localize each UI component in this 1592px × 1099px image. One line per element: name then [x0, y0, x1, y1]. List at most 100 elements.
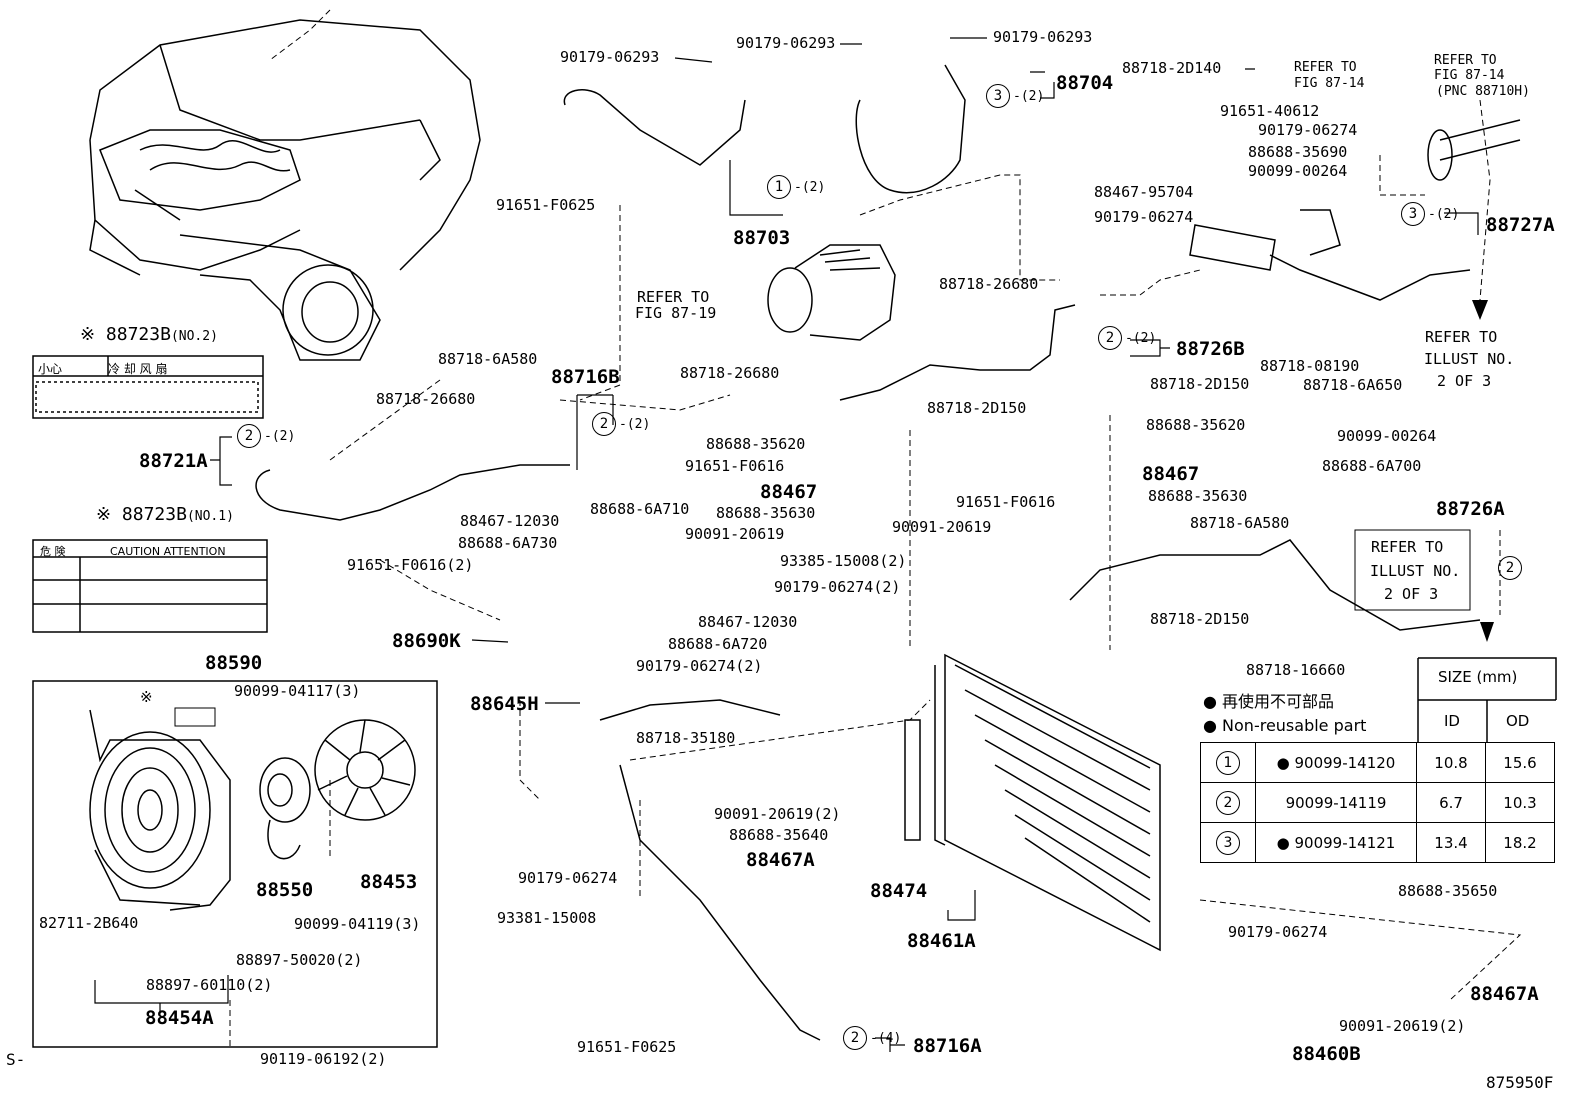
part-number-label: 90179-06274(2) [774, 578, 901, 596]
part-number-label: 88718-26680 [680, 364, 780, 382]
part-number-label: ILLUST NO. [1424, 350, 1515, 368]
part-number-label: 88467 [760, 481, 818, 503]
callout-circle: 2 [843, 1026, 867, 1050]
callout-qty: -(2) [264, 429, 296, 444]
callout-circle: 2 [1098, 326, 1122, 350]
part-number-label: 90119-06192(2) [260, 1050, 387, 1068]
part-number-label: 90179-06274 [518, 869, 618, 887]
part-number-label: 90179-06274 [1258, 121, 1358, 139]
table-cell-part: ● 90099-14120 [1255, 742, 1417, 783]
part-number-label: 90091-20619(2) [1339, 1017, 1466, 1035]
callout-circle: 1 [767, 175, 791, 199]
size-table-col-id: ID [1444, 712, 1460, 730]
callout-circle: 1 [1216, 750, 1240, 775]
part-number-label: FIG 87-19 [635, 304, 717, 322]
part-number-label: 88688-6A730 [458, 534, 558, 552]
part-number-label: 91651-F0625 [496, 196, 596, 214]
part-number-label: 90179-06293 [736, 34, 836, 52]
table-cell-od: 10.3 [1485, 782, 1555, 823]
part-number-label: 88718-26680 [376, 390, 476, 408]
hose-gasket-callout: 2-(2) [592, 412, 650, 436]
receiver-dryer [1189, 224, 1276, 271]
part-number-label: 88550 [256, 879, 314, 901]
part-number-label: 91651-F0616(2) [347, 556, 474, 574]
table-cell-id: 10.8 [1416, 742, 1486, 783]
part-number-label: 88718-16660 [1246, 661, 1346, 679]
hose-gasket-callout: 3-(2) [986, 84, 1044, 108]
part-number-label: 90179-06293 [993, 28, 1093, 46]
table-cell-id: 6.7 [1416, 782, 1486, 823]
callout-circle: 2 [592, 412, 616, 436]
part-number-label: 2 OF 3 [1384, 585, 1439, 603]
fan-blade [314, 719, 416, 821]
part-number-label: 88718-26680 [939, 275, 1039, 293]
part-number-label: 88645H [470, 693, 539, 715]
callout-qty: -(2) [1125, 331, 1157, 346]
table-cell-part: ● 90099-14121 [1255, 822, 1417, 863]
part-number-label: 88467 [1142, 463, 1200, 485]
part-number-label: 88453 [360, 871, 418, 893]
part-number-label: 88897-50020(2) [236, 951, 363, 969]
part-number-label: 88467-12030 [460, 512, 560, 530]
part-number-label: 88474 [870, 880, 928, 902]
part-number-label: 88718-2D140 [1122, 59, 1222, 77]
part-number-label: 91651-40612 [1220, 102, 1320, 120]
part-number-label: 88688-6A720 [668, 635, 768, 653]
part-number-label: 90179-06293 [560, 48, 660, 66]
part-number-label: 88688-35640 [729, 826, 829, 844]
caution-label-no2-ref: ※ 88723B(NO.2) [80, 324, 218, 345]
part-number-label: (PNC 88710H) [1436, 84, 1530, 99]
fan-shroud [89, 709, 231, 911]
part-number-label: 88727A [1486, 214, 1555, 236]
size-table-title: SIZE (mm) [1438, 668, 1518, 686]
part-number-label: 88467-12030 [698, 613, 798, 631]
part-number-label: 90179-06274 [1094, 208, 1194, 226]
hose-gasket-callout: 2-(2) [237, 424, 295, 448]
part-number-label: ILLUST NO. [1370, 562, 1461, 580]
table-row: 2 90099-14119 6.7 10.3 [1200, 782, 1555, 823]
part-number-label: REFER TO [1294, 60, 1357, 75]
table-row: 1 ● 90099-14120 10.8 15.6 [1200, 742, 1555, 783]
part-number-label: REFER TO [1425, 328, 1498, 346]
part-number-label: REFER TO [637, 288, 710, 306]
part-number-label: 88461A [907, 930, 976, 952]
callout-circle: 3 [986, 84, 1010, 108]
fan-motor [259, 757, 311, 860]
callout-circle: 2 [237, 424, 261, 448]
part-number-label: REFER TO [1434, 53, 1497, 68]
part-number-label: FIG 87-14 [1294, 76, 1365, 91]
callout-qty: -(2) [619, 417, 651, 432]
hose-gasket-callout: 2 [1498, 556, 1525, 580]
part-number-label: 88726B [1176, 338, 1245, 360]
part-number-label: 88718-2D150 [1150, 610, 1250, 628]
part-number-label: 88688-35620 [1146, 416, 1246, 434]
part-number-label: 88704 [1056, 72, 1114, 94]
part-number-label: 88703 [733, 227, 791, 249]
part-number-label: 88718-6A580 [1190, 514, 1290, 532]
figure-id: 875950F [1486, 1073, 1554, 1092]
part-number-label: 88718-2D150 [1150, 375, 1250, 393]
table-cell-od: 15.6 [1485, 742, 1555, 783]
part-number-label: 90179-06274 [1228, 923, 1328, 941]
hose-gasket-callout: 1-(2) [767, 175, 825, 199]
part-number-label: 93381-15008 [497, 909, 597, 927]
part-number-label: REFER TO [1371, 538, 1444, 556]
callout-circle: 2 [1498, 556, 1522, 580]
callout-qty: -(2) [1013, 89, 1045, 104]
part-number-label: 88688-35630 [716, 504, 816, 522]
part-number-label: 88460B [1292, 1043, 1361, 1065]
legend: ● 再使用不可部品 ● Non-reusable part [1203, 690, 1366, 738]
part-number-label: 88467-95704 [1094, 183, 1194, 201]
part-number-label: 88716B [551, 366, 620, 388]
part-number-label: 88688-35690 [1248, 143, 1348, 161]
corner-mark: S- [6, 1050, 26, 1069]
part-number-label: 88688-6A710 [590, 500, 690, 518]
callout-circle: 2 [1216, 790, 1240, 815]
part-number-label: 88690K [392, 630, 461, 652]
receiver-bracket [904, 719, 921, 841]
table-cell-id: 13.4 [1416, 822, 1486, 863]
part-number-label: 93385-15008(2) [780, 552, 907, 570]
vehicle-sketch [89, 19, 481, 361]
